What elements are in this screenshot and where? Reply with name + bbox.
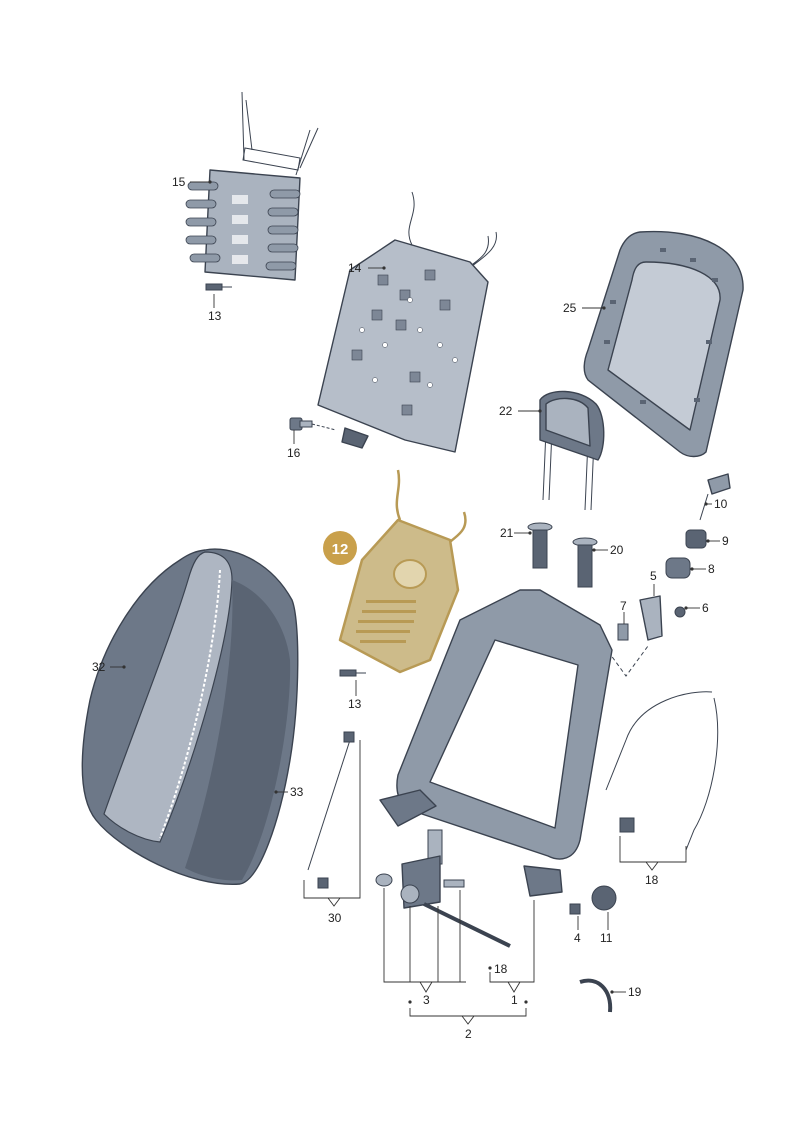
part-5-bracket[interactable] (639, 595, 663, 641)
part-25-rear-panel[interactable] (583, 230, 744, 458)
callout-8[interactable]: 8 (708, 562, 715, 576)
part-6-bolt[interactable] (674, 606, 686, 618)
callout-7[interactable]: 7 (620, 599, 627, 613)
part-13-screw-upper[interactable] (205, 283, 232, 291)
callout-13-upper[interactable]: 13 (208, 309, 222, 323)
part-3-recliner-assembly[interactable] (375, 829, 465, 909)
callout-14[interactable]: 14 (348, 261, 362, 275)
part-7-pin[interactable] (617, 623, 629, 641)
callout-5[interactable]: 5 (650, 569, 657, 583)
part-9-clip[interactable] (685, 529, 707, 549)
callout-18-right[interactable]: 18 (645, 873, 659, 887)
callout-21[interactable]: 21 (500, 526, 514, 540)
callout-15[interactable]: 15 (172, 175, 186, 189)
part-4-bolt[interactable] (569, 903, 581, 915)
callout-2[interactable]: 2 (465, 1027, 472, 1041)
part-8-cap[interactable] (665, 557, 691, 579)
callout-3[interactable]: 3 (423, 993, 430, 1007)
part-13-screw-lower[interactable] (339, 669, 366, 677)
part-21-headrest-guide[interactable] (527, 522, 553, 569)
part-32-backrest-cover[interactable] (81, 548, 299, 885)
callout-18-center[interactable]: 18 (494, 962, 508, 976)
callout-33[interactable]: 33 (290, 785, 304, 799)
part-18-bowden-cables[interactable] (605, 691, 719, 851)
part-18-torsion-bar[interactable] (423, 902, 511, 948)
callout-13-lower[interactable]: 13 (348, 697, 362, 711)
badge-label: 12 (332, 541, 349, 558)
leader-lines (110, 180, 720, 1025)
callout-25[interactable]: 25 (563, 301, 577, 315)
part-30-rod[interactable] (307, 731, 355, 889)
callout-11[interactable]: 11 (600, 931, 613, 945)
callout-16[interactable]: 16 (287, 446, 301, 460)
callout-22[interactable]: 22 (499, 404, 513, 418)
callout-19[interactable]: 19 (628, 985, 642, 999)
part-12-lumbar-support-highlighted[interactable] (338, 469, 467, 674)
callout-10[interactable]: 10 (714, 497, 728, 511)
part-15-lumbar-mat[interactable] (185, 91, 319, 281)
part-11-handwheel[interactable] (591, 885, 617, 911)
part-20-headrest-guide[interactable] (572, 537, 598, 588)
callout-30[interactable]: 30 (328, 911, 342, 925)
callout-6[interactable]: 6 (702, 601, 709, 615)
callout-4[interactable]: 4 (574, 931, 581, 945)
part-19-clip[interactable] (579, 978, 613, 1013)
callout-9[interactable]: 9 (722, 534, 729, 548)
part-14-backrest-panel[interactable] (317, 191, 497, 453)
callout-1[interactable]: 1 (511, 993, 518, 1007)
callout-labels: 15 13 14 16 25 22 10 21 20 9 8 5 7 6 13 … (92, 175, 729, 1041)
callout-20[interactable]: 20 (610, 543, 624, 557)
part-12-badge: 12 (323, 531, 357, 565)
callout-32[interactable]: 32 (92, 660, 106, 674)
backrest-frame[interactable] (379, 589, 613, 897)
part-10-lever[interactable] (699, 473, 731, 521)
part-16-screw[interactable] (289, 417, 337, 431)
part-22-headrest[interactable] (539, 390, 605, 511)
